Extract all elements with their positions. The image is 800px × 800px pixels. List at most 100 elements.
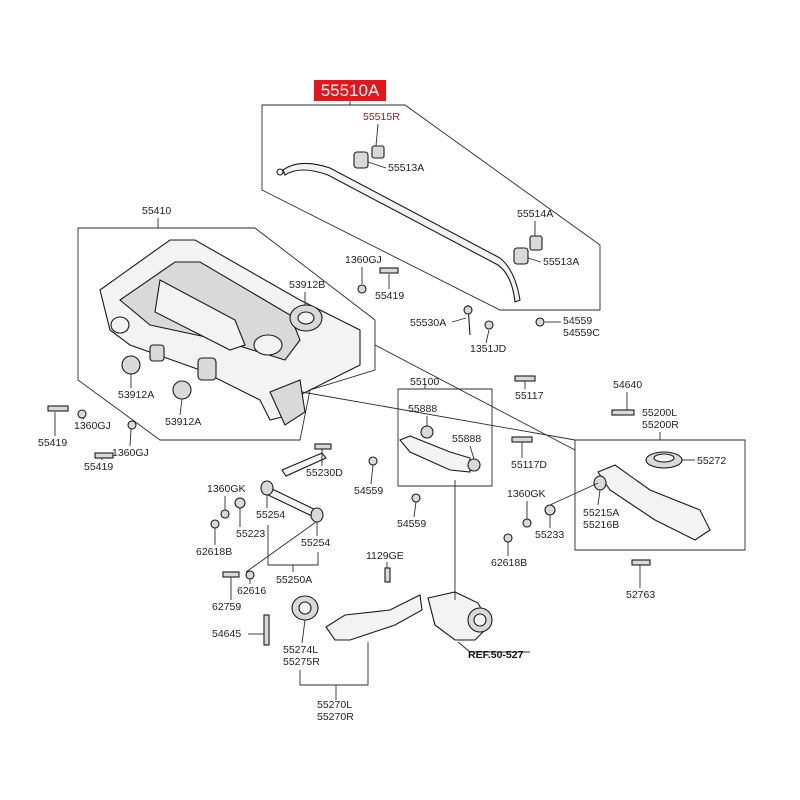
label-55410[interactable]: 55410: [142, 205, 171, 217]
lower-control-arm[interactable]: [597, 464, 711, 541]
nut-1360GJ-b[interactable]: [127, 420, 137, 430]
label-62618B-b[interactable]: 62618B: [491, 557, 527, 569]
label-52763[interactable]: 52763: [626, 589, 655, 601]
label-53912B[interactable]: 53912B: [289, 279, 325, 291]
nut-1360GK-a[interactable]: [220, 509, 230, 519]
nut-54559-b[interactable]: [368, 456, 378, 466]
label-55233[interactable]: 55233: [535, 529, 564, 541]
washer-55233[interactable]: [544, 504, 556, 516]
label-55513A-top[interactable]: 55513A: [388, 162, 424, 174]
label-55117D[interactable]: 55117D: [511, 459, 547, 471]
crossmember-hole: [253, 334, 283, 356]
label-55254-b[interactable]: 55254: [301, 537, 330, 549]
label-55270L[interactable]: 55270L: [317, 699, 352, 711]
ref-50-527[interactable]: REF.50-527: [468, 649, 524, 661]
link-55230D-upper[interactable]: [281, 452, 327, 477]
nut-62618B-b[interactable]: [503, 533, 513, 543]
bushing-55888-b[interactable]: [467, 458, 481, 472]
link-ball-top: [463, 305, 473, 315]
label-55270R[interactable]: 55270R: [317, 711, 354, 723]
label-54559C[interactable]: 54559C: [563, 327, 600, 339]
label-55513A-right[interactable]: 55513A: [543, 256, 579, 268]
bolt-62759[interactable]: [222, 571, 240, 578]
label-55250A[interactable]: 55250A: [276, 574, 312, 586]
label-62759[interactable]: 62759: [212, 601, 241, 613]
label-55117[interactable]: 55117: [515, 390, 544, 402]
leader-55513A-top: [367, 161, 387, 169]
bushing-53912A-a[interactable]: [121, 355, 141, 375]
stabilizer-bar[interactable]: [282, 162, 521, 303]
washer-55223[interactable]: [234, 497, 246, 509]
label-1360GK-b[interactable]: 1360GK: [507, 488, 546, 500]
link-nut[interactable]: [484, 320, 494, 330]
rear-crossmember[interactable]: [99, 239, 361, 426]
label-54640[interactable]: 54640: [613, 379, 642, 391]
bar-bracket-right[interactable]: [529, 235, 543, 251]
bushing-55254-b[interactable]: [310, 507, 324, 523]
bolt-55117D[interactable]: [511, 436, 533, 443]
trailing-arm-55270[interactable]: [325, 594, 423, 641]
label-1360GJ-b[interactable]: 1360GJ: [112, 447, 149, 459]
nut-1360GK-b[interactable]: [522, 518, 532, 528]
label-55200L[interactable]: 55200L: [642, 407, 677, 419]
nut-1360GJ-a[interactable]: [77, 409, 87, 419]
bushing-55888-a[interactable]: [420, 425, 434, 439]
label-53912A-b[interactable]: 53912A: [165, 416, 201, 428]
label-55419-b[interactable]: 55419: [84, 461, 113, 473]
label-54559-a[interactable]: 54559: [563, 315, 592, 327]
leader-53912A-b: [179, 398, 183, 416]
label-55230D[interactable]: 55230D: [306, 467, 343, 479]
bolt-55117[interactable]: [514, 375, 536, 382]
bushing-53912A-b[interactable]: [172, 380, 192, 400]
label-55254-a[interactable]: 55254: [256, 509, 285, 521]
nut-54559-c[interactable]: [411, 493, 421, 503]
bolt-54645[interactable]: [263, 614, 270, 646]
label-55419-a[interactable]: 55419: [38, 437, 67, 449]
label-55272[interactable]: 55272: [697, 455, 726, 467]
bar-bracket-left[interactable]: [371, 145, 385, 159]
label-62616[interactable]: 62616: [237, 585, 266, 597]
bar-bushing-right[interactable]: [513, 247, 529, 265]
leader-1360GJ-a: [81, 417, 85, 420]
label-55514A[interactable]: 55514A: [517, 208, 553, 220]
nut-54559[interactable]: [535, 317, 545, 327]
label-1129GE[interactable]: 1129GE: [366, 550, 404, 562]
label-55100[interactable]: 55100: [410, 376, 439, 388]
label-54645[interactable]: 54645: [212, 628, 241, 640]
label-1351JD[interactable]: 1351JD: [470, 343, 507, 355]
screw-1129GE[interactable]: [384, 567, 391, 583]
washer-62616[interactable]: [245, 570, 255, 580]
bolt-52763[interactable]: [631, 559, 651, 566]
label-55215A[interactable]: 55215A: [583, 507, 619, 519]
bolt-55230D[interactable]: [314, 443, 332, 450]
bushing-55254-a[interactable]: [260, 480, 274, 496]
label-1360GJ-top[interactable]: 1360GJ: [345, 254, 382, 266]
nut-62618B-a[interactable]: [210, 519, 220, 529]
label-55274L[interactable]: 55274L: [283, 644, 318, 656]
bolt-54640[interactable]: [611, 409, 635, 416]
label-53912A-a[interactable]: 53912A: [118, 389, 154, 401]
assembly-code[interactable]: 55510A: [321, 81, 380, 100]
bar-bushing-left[interactable]: [353, 151, 369, 169]
bushing-55215A[interactable]: [593, 475, 607, 491]
bolt-55419-top[interactable]: [379, 267, 399, 274]
label-54559-b[interactable]: 54559: [354, 485, 383, 497]
label-54559-c[interactable]: 54559: [397, 518, 426, 530]
leader-62759-link: [245, 521, 317, 573]
label-55223[interactable]: 55223: [236, 528, 265, 540]
label-55515R[interactable]: 55515R: [363, 111, 400, 123]
label-55200R[interactable]: 55200R: [642, 419, 679, 431]
label-62618B-a[interactable]: 62618B: [196, 546, 232, 558]
label-55888-b[interactable]: 55888: [452, 433, 481, 445]
assembly-header[interactable]: 55510A: [314, 80, 386, 101]
nut-1360GJ-top[interactable]: [357, 284, 367, 294]
label-55216B[interactable]: 55216B: [583, 519, 619, 531]
label-1360GK-a[interactable]: 1360GK: [207, 483, 246, 495]
label-55530A[interactable]: 55530A: [410, 317, 446, 329]
bolt-55419-a[interactable]: [47, 405, 69, 412]
label-55275R[interactable]: 55275R: [283, 656, 320, 668]
label-1360GJ-a[interactable]: 1360GJ: [74, 420, 111, 432]
label-55419-top[interactable]: 55419: [375, 290, 404, 302]
bolt-55419-b[interactable]: [94, 452, 114, 459]
